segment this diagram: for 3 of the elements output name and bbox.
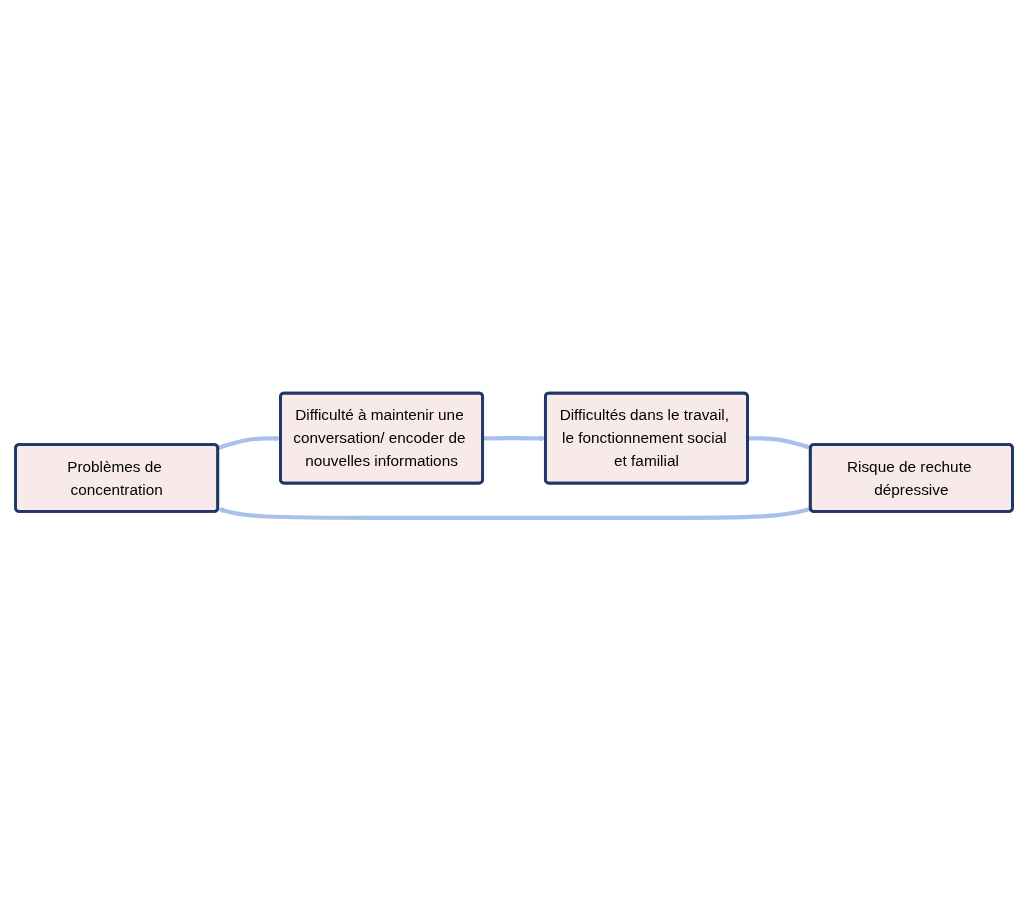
arrow — [482, 435, 546, 442]
arrow — [217, 506, 812, 520]
arrow — [747, 436, 811, 450]
